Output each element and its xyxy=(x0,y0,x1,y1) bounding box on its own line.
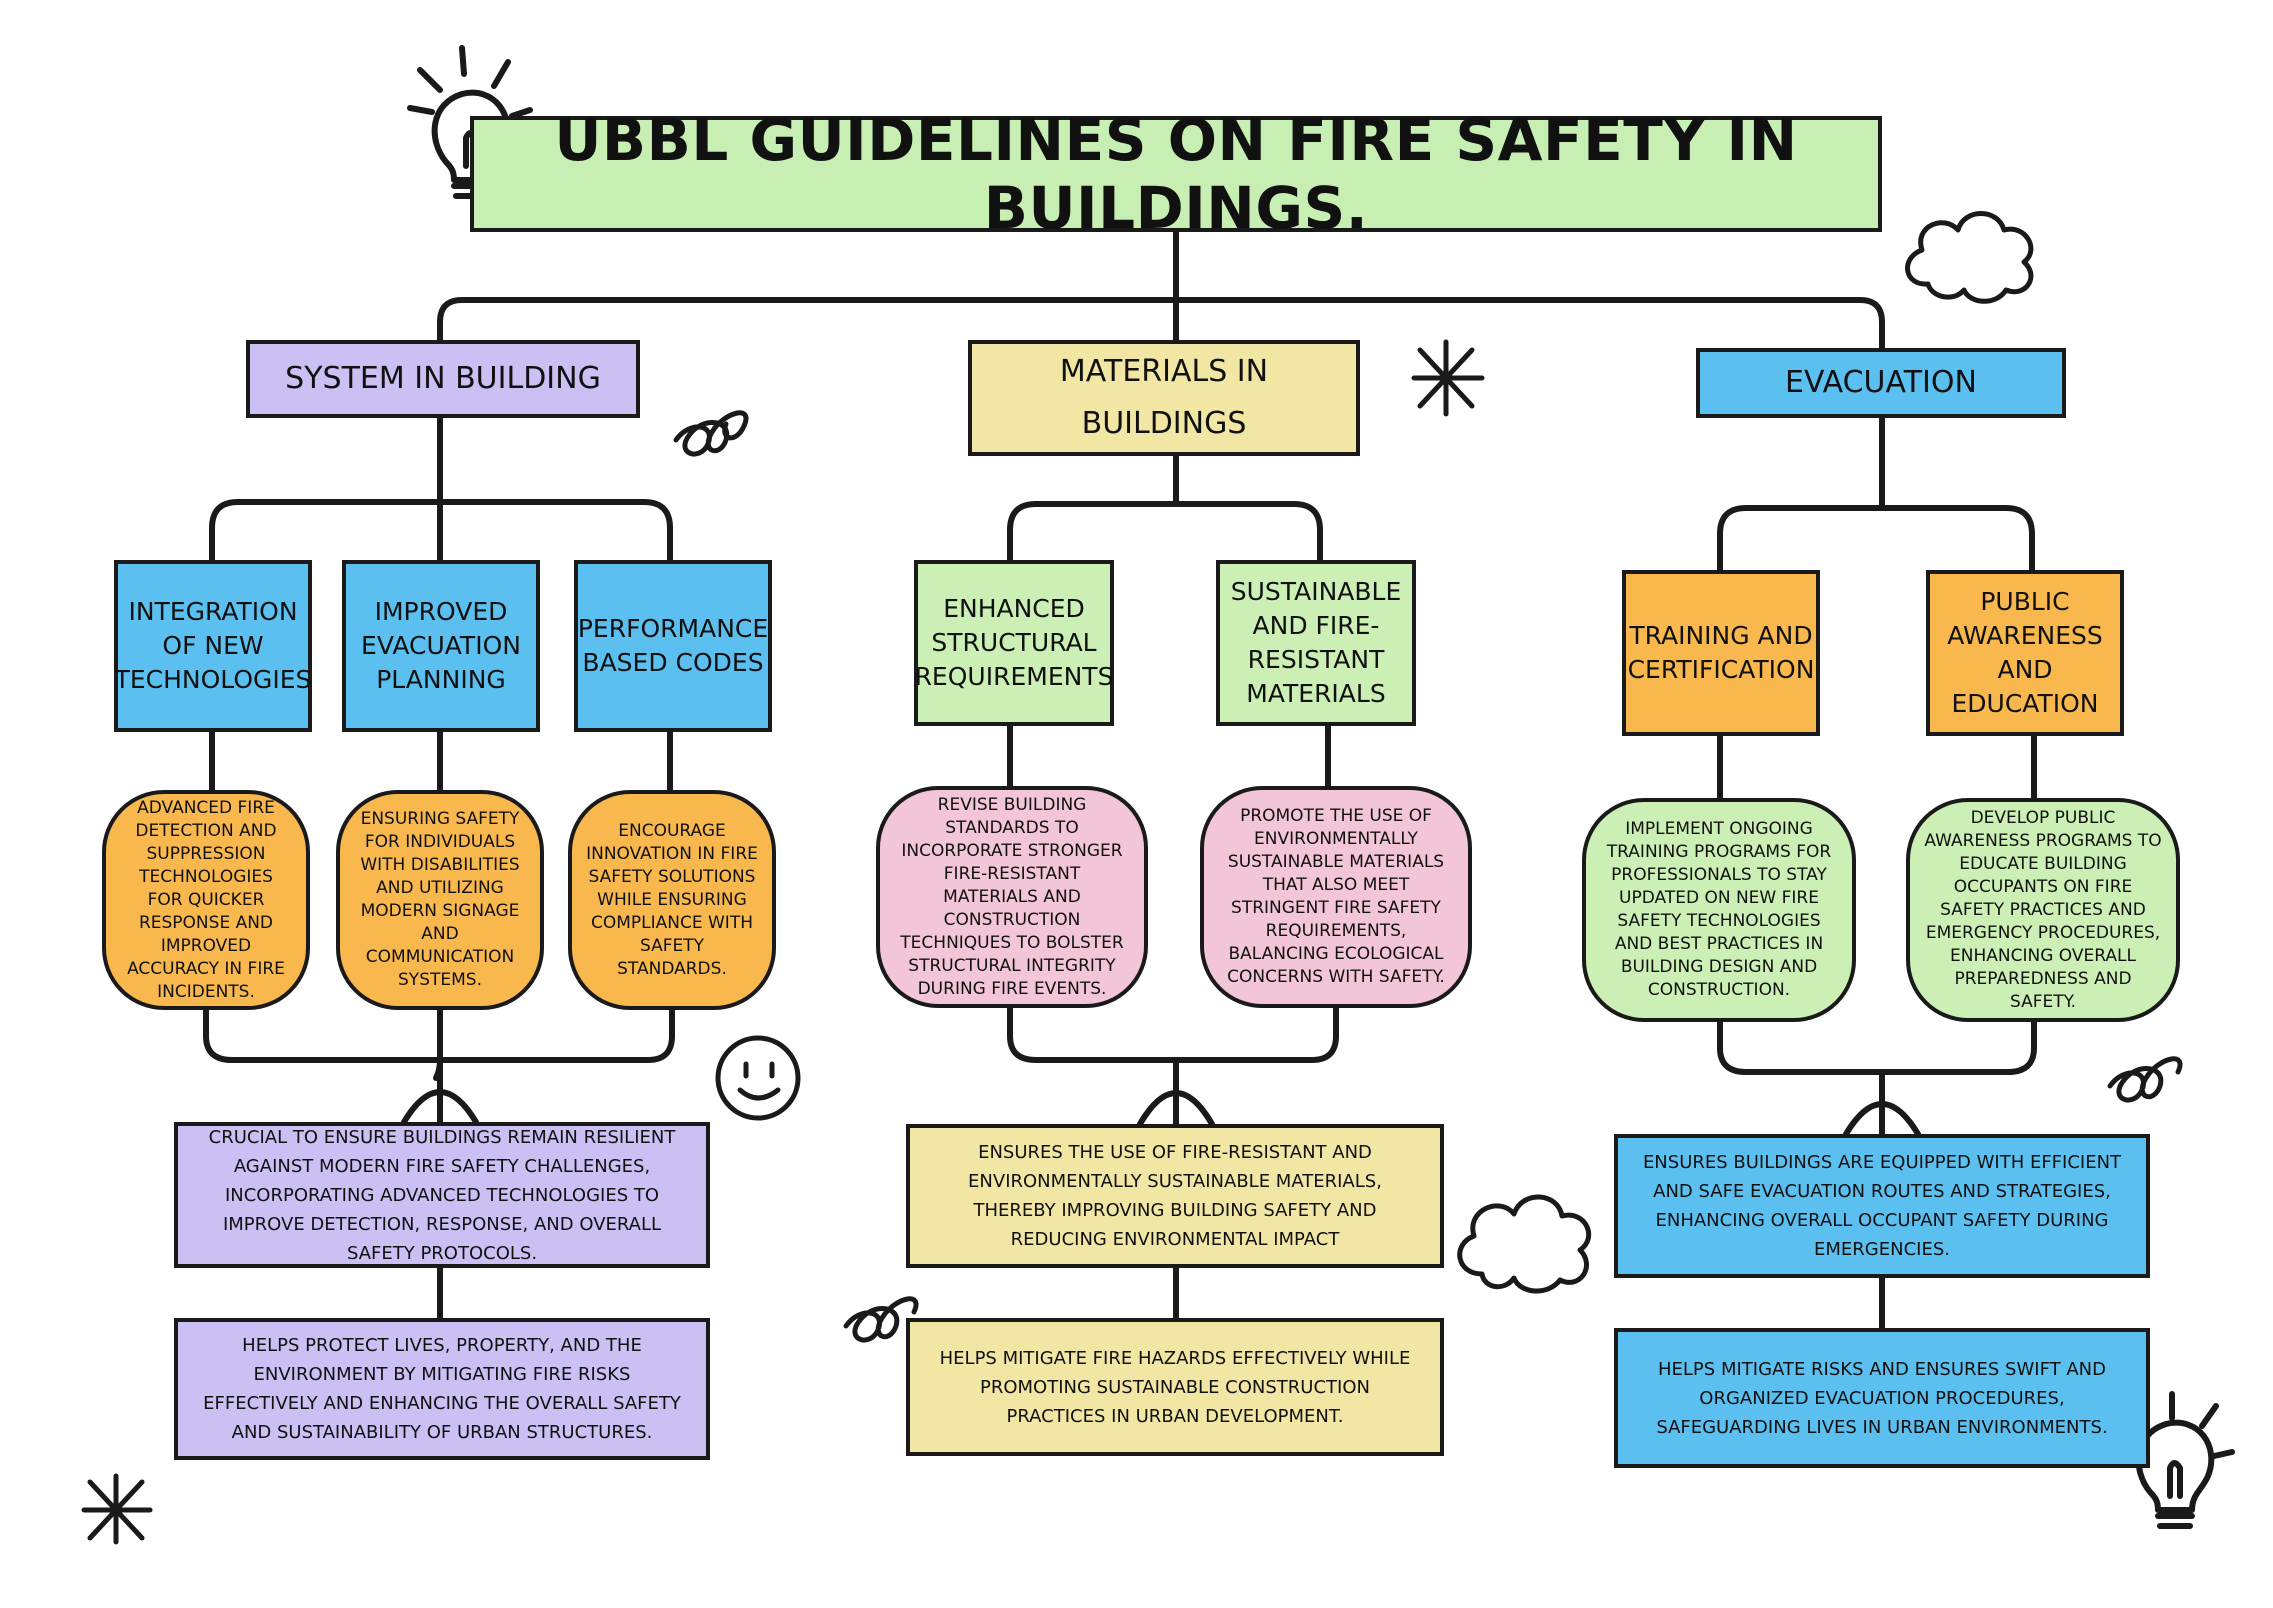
detail-improved-evacuation-planning: ENSURING SAFETY FOR INDIVIDUALS WITH DIS… xyxy=(336,790,544,1010)
subtopic-public-awareness-and-education: PUBLIC AWARENESS AND EDUCATION xyxy=(1926,570,2124,736)
subtopic-integration-of-new-technologies: INTEGRATION OF NEW TECHNOLOGIES xyxy=(114,560,312,732)
detail-integration-of-new-technologies: ADVANCED FIRE DETECTION AND SUPPRESSION … xyxy=(102,790,310,1010)
subtopic-improved-evacuation-planning: IMPROVED EVACUATION PLANNING xyxy=(342,560,540,732)
impact-evacuation: HELPS MITIGATE RISKS AND ENSURES SWIFT A… xyxy=(1614,1328,2150,1468)
category-materials-in-buildings: MATERIALS IN BUILDINGS xyxy=(968,340,1360,456)
summary-evacuation: ENSURES BUILDINGS ARE EQUIPPED WITH EFFI… xyxy=(1614,1134,2150,1278)
page-title: UBBL GUIDELINES ON FIRE SAFETY IN BUILDI… xyxy=(470,106,1882,242)
detail-public-awareness-and-education: DEVELOP PUBLIC AWARENESS PROGRAMS TO EDU… xyxy=(1906,798,2180,1022)
detail-sustainable-and-fire-resistant-materials: PROMOTE THE USE OF ENVIRONMENTALLY SUSTA… xyxy=(1200,786,1472,1008)
subtopic-training-and-certification: TRAINING AND CERTIFICATION xyxy=(1622,570,1820,736)
squiggle-icon xyxy=(673,410,2183,1343)
asterisk-icon xyxy=(81,339,1485,1545)
summary-system-in-building: CRUCIAL TO ENSURE BUILDINGS REMAIN RESIL… xyxy=(174,1122,710,1268)
detail-training-and-certification: IMPLEMENT ONGOING TRAINING PROGRAMS FOR … xyxy=(1582,798,1856,1022)
category-evacuation: EVACUATION xyxy=(1696,348,2066,418)
smiley-icon xyxy=(715,1035,801,1121)
cloud-icon xyxy=(1457,211,2034,1294)
subtopic-performance-based-codes: PERFORMANCE BASED CODES xyxy=(574,560,772,732)
impact-materials-in-buildings: HELPS MITIGATE FIRE HAZARDS EFFECTIVELY … xyxy=(906,1318,1444,1456)
category-system-in-building: SYSTEM IN BUILDING xyxy=(246,340,640,418)
summary-materials-in-buildings: ENSURES THE USE OF FIRE-RESISTANT AND EN… xyxy=(906,1124,1444,1268)
detail-enhanced-structural-requirements: REVISE BUILDING STANDARDS TO INCORPORATE… xyxy=(876,786,1148,1008)
impact-system-in-building: HELPS PROTECT LIVES, PROPERTY, AND THE E… xyxy=(174,1318,710,1460)
subtopic-enhanced-structural-requirements: ENHANCED STRUCTURAL REQUIREMENTS xyxy=(914,560,1114,726)
detail-performance-based-codes: ENCOURAGE INNOVATION IN FIRE SAFETY SOLU… xyxy=(568,790,776,1010)
subtopic-sustainable-and-fire-resistant-materials: SUSTAINABLE AND FIRE-RESISTANT MATERIALS xyxy=(1216,560,1416,726)
